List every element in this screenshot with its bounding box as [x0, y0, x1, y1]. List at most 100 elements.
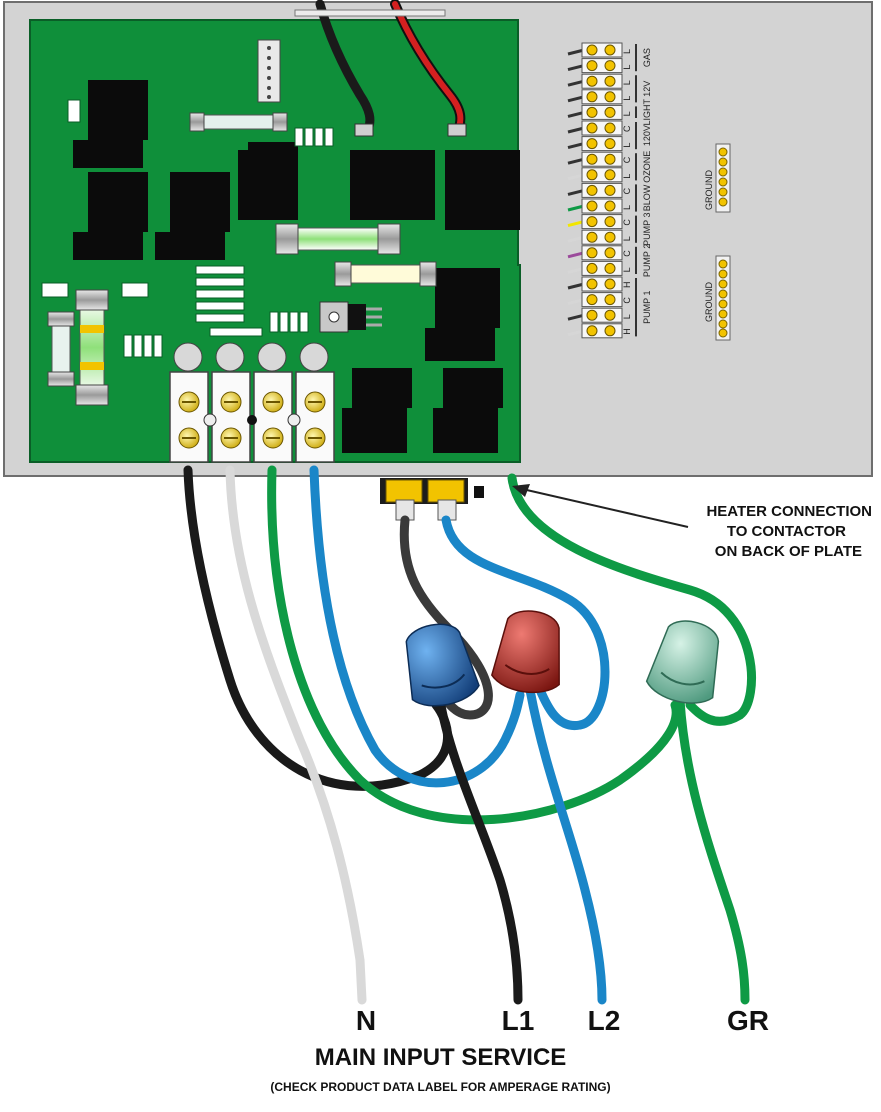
terminal-group-label: 12V — [642, 81, 652, 97]
terminal-screw — [604, 91, 616, 103]
wire-label-n: N — [356, 1005, 376, 1036]
terminal-pin-label: L — [622, 205, 632, 210]
terminal-pin-label: C — [622, 219, 632, 226]
voltage-regulator — [319, 301, 382, 333]
terminal-screw — [586, 294, 598, 306]
terminal-lead — [567, 298, 585, 306]
terminal-pin-label: H — [622, 328, 632, 335]
terminal-lead — [567, 220, 585, 228]
terminal-group-label: PUMP 1 — [642, 291, 652, 324]
wire-black-heater — [399, 515, 493, 720]
terminal-screw — [604, 216, 616, 228]
terminal-pin-label: C — [622, 187, 632, 194]
terminal-screw — [586, 138, 598, 150]
terminal-screw — [604, 247, 616, 259]
ground-bar-upper — [715, 143, 731, 213]
terminal-pin-label: C — [622, 156, 632, 163]
heater-note-line1: HEATER CONNECTION — [706, 503, 872, 520]
terminal-lead — [567, 95, 585, 103]
heater-note-line3: ON BACK OF PLATE — [715, 543, 862, 560]
terminal-lead — [567, 235, 585, 243]
terminal-screw — [604, 231, 616, 243]
terminal-screw — [586, 75, 598, 87]
terminal-screw — [604, 122, 616, 134]
heater-note-line2: TO CONTACTOR — [727, 523, 846, 540]
terminal-group-label: OZONE — [642, 151, 652, 183]
terminal-screw — [586, 60, 598, 72]
terminal-pin-label: L — [622, 111, 632, 116]
wire-green-ground — [507, 473, 756, 726]
terminal-screw — [604, 169, 616, 181]
wire-black-l1 — [435, 695, 523, 1005]
main-terminal-block — [169, 342, 335, 463]
terminal-screw — [586, 278, 598, 290]
small-fuse-top — [189, 112, 288, 132]
terminal-screw — [604, 294, 616, 306]
terminal-group-label: PUMP 3 — [642, 213, 652, 246]
terminal-pin-label: L — [622, 143, 632, 148]
terminal-pin-label: L — [622, 49, 632, 54]
wire-blue-heater — [441, 515, 610, 730]
terminal-screw — [586, 91, 598, 103]
terminal-pin-label: L — [622, 314, 632, 319]
terminal-screw — [586, 309, 598, 321]
terminal-lead — [567, 173, 585, 181]
terminal-screw — [586, 325, 598, 337]
wire-blue-terminal — [309, 465, 525, 788]
terminal-pin-label: C — [622, 250, 632, 257]
terminal-pin-label: L — [622, 174, 632, 179]
terminal-screw — [604, 184, 616, 196]
heater-note-arrow — [512, 484, 689, 528]
terminal-pin-label: L — [622, 80, 632, 85]
wire-blue-l2 — [525, 685, 607, 1005]
terminal-lead — [567, 251, 585, 259]
wire-label-l2: L2 — [588, 1005, 621, 1036]
terminal-screw — [586, 262, 598, 274]
terminal-screw — [604, 325, 616, 337]
wire-green-gr — [675, 695, 750, 1005]
wire-label-gr: GR — [727, 1005, 769, 1036]
pin-header — [257, 39, 281, 103]
terminal-lead — [567, 313, 585, 321]
terminal-screw — [604, 200, 616, 212]
ground-label-upper: GROUND — [704, 170, 714, 210]
fuse-green — [275, 223, 401, 255]
terminal-pin-label: L — [622, 96, 632, 101]
terminal-pin-label: L — [622, 267, 632, 272]
terminal-lead — [567, 142, 585, 150]
resistor-packs — [41, 99, 334, 358]
terminal-group-label: LIGHT — [642, 98, 652, 125]
terminal-pin-label: H — [622, 282, 632, 289]
terminal-screw — [604, 262, 616, 274]
terminal-screw — [604, 75, 616, 87]
terminal-lead — [567, 157, 585, 165]
wire-nut-blue — [405, 623, 480, 707]
terminal-screw — [586, 200, 598, 212]
ground-label-lower: GROUND — [704, 282, 714, 322]
terminal-lead — [567, 126, 585, 134]
feed-wire-black — [315, 0, 375, 135]
terminal-screw — [586, 247, 598, 259]
terminal-screw — [586, 153, 598, 165]
terminal-screw — [586, 122, 598, 134]
wire-black-terminal — [183, 465, 452, 791]
heater-connectors — [380, 478, 484, 521]
terminal-lead — [567, 266, 585, 274]
terminal-screw — [604, 60, 616, 72]
terminal-lead — [567, 329, 585, 337]
terminal-lead — [567, 79, 585, 87]
fuse-vertical — [47, 289, 109, 406]
wire-nut-green — [645, 620, 720, 704]
amperage-note: (CHECK PRODUCT DATA LABEL FOR AMPERAGE R… — [270, 1080, 611, 1094]
terminal-screw — [604, 44, 616, 56]
terminal-lead — [567, 48, 585, 56]
terminal-lead — [567, 64, 585, 72]
relays — [73, 80, 520, 453]
terminal-screw — [604, 278, 616, 290]
terminal-lead — [567, 204, 585, 212]
terminal-screw — [604, 309, 616, 321]
terminal-lead — [567, 188, 585, 196]
terminal-screw — [586, 106, 598, 118]
